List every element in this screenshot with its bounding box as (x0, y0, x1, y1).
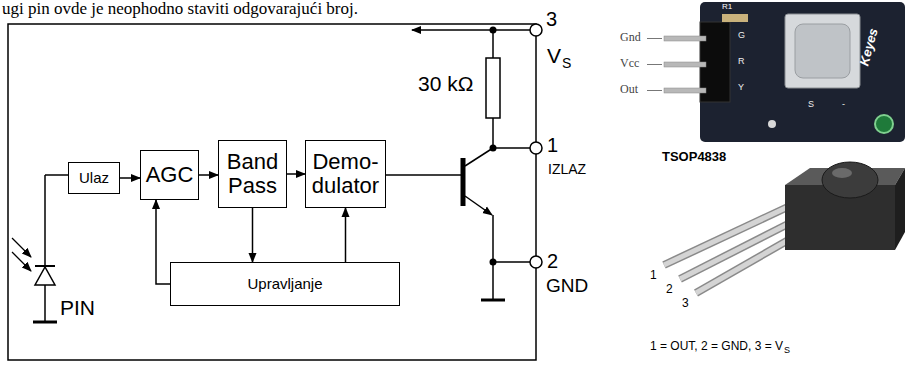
box-text: AGC (146, 163, 194, 187)
transistor-symbol (492, 262, 494, 300)
block-outline (8, 24, 536, 360)
module-photo (664, 36, 706, 41)
junction-dot (490, 27, 497, 34)
leader-line (647, 38, 662, 39)
pin-number: 1 (547, 134, 558, 156)
component-label: PIN (60, 296, 95, 319)
value-label: 30 kΩ (418, 72, 473, 95)
silkscreen-text: R (738, 57, 745, 67)
silkscreen-text: R1 (722, 3, 732, 12)
transistor-symbol (492, 215, 494, 262)
box-text: Upravljanje (247, 276, 322, 293)
pin-terminal (530, 142, 542, 154)
transistor-symbol (465, 148, 493, 166)
demodulator-box: Demo- dulator (305, 140, 386, 208)
photodiode-symbol (35, 267, 55, 285)
module-photo (664, 88, 706, 93)
module-photo (664, 2, 905, 142)
module-photo (664, 62, 706, 67)
block-outline (8, 24, 536, 360)
supply-wire (492, 30, 494, 58)
leader-line (647, 90, 662, 91)
supply-wire (412, 29, 530, 31)
control-box: Upravljanje (170, 262, 400, 306)
photodiode-symbol (12, 252, 31, 271)
leader-line (647, 39, 662, 91)
transistor-symbol (493, 261, 530, 263)
package-drawing (822, 162, 878, 198)
signal-arrow (120, 177, 140, 179)
module-photo (785, 14, 860, 88)
transistor-symbol (461, 158, 466, 206)
package-drawing (895, 168, 905, 250)
pin-name: GND (546, 276, 588, 297)
module-photo (768, 120, 776, 128)
agc-box: AGC (140, 150, 199, 200)
module-photo (795, 24, 850, 78)
silkscreen-text: G (738, 31, 745, 41)
transistor-symbol (465, 196, 492, 215)
module-photo (722, 14, 748, 22)
silkscreen-text: S (808, 100, 814, 110)
module-photo (700, 2, 905, 142)
supply-wire (493, 147, 530, 149)
subscript: S (784, 346, 790, 356)
photodiode-symbol (44, 175, 46, 266)
pin-number: 1 (650, 269, 657, 282)
pin-name: Gnd (620, 31, 641, 44)
pin-name: Out (620, 83, 638, 96)
signal-arrow (252, 208, 254, 262)
box-text: Band Pass (227, 150, 278, 198)
resistor-symbol (486, 58, 500, 118)
box-content: Demo- dulator (312, 150, 379, 198)
filter-box: Band Pass (218, 140, 287, 208)
package-drawing (696, 238, 792, 293)
silkscreen-text: - (842, 100, 845, 110)
caption-text: 1 = OUT, 2 = GND, 3 = V (650, 340, 783, 353)
box-content: Ulaz (79, 170, 109, 187)
pin-number: 3 (682, 297, 689, 310)
box-content: Upravljanje (247, 276, 322, 293)
silkscreen-text: Y (738, 83, 744, 93)
photodiode-symbol (33, 321, 57, 324)
leader-line (647, 64, 662, 65)
module-photo (875, 115, 893, 133)
box-text: Demo- dulator (312, 150, 379, 198)
package-drawing (664, 162, 905, 293)
supply-wire (412, 30, 530, 148)
box-content: AGC (146, 163, 194, 187)
signal-arrow (345, 208, 347, 262)
pin-name: Vcc (620, 57, 639, 70)
signal-arrow (199, 174, 218, 176)
input-box: Ulaz (68, 162, 120, 194)
pin-terminal (530, 256, 542, 268)
subscript: S (562, 56, 571, 71)
note-text: ugi pin ovde je neophodno staviti odgova… (2, 0, 358, 19)
box-content: Band Pass (227, 150, 278, 198)
pin-number: 2 (547, 250, 558, 272)
pin-number: 3 (546, 8, 557, 30)
package-drawing (832, 168, 852, 178)
signal-arrow (287, 173, 305, 175)
signal-arrow (156, 200, 170, 284)
transistor-symbol (481, 299, 505, 302)
pin-number: 2 (666, 283, 673, 296)
box-text: Ulaz (79, 170, 109, 187)
resistor-symbol (486, 58, 500, 118)
pin-terminal (530, 24, 542, 268)
supply-wire (492, 118, 494, 148)
part-number: TSOP4838 (662, 150, 726, 164)
pin-terminal (530, 24, 542, 36)
pin-name: V (547, 44, 561, 67)
pin-name: IZLAZ (548, 162, 586, 177)
package-drawing (696, 238, 792, 293)
photodiode-symbol (44, 285, 46, 322)
